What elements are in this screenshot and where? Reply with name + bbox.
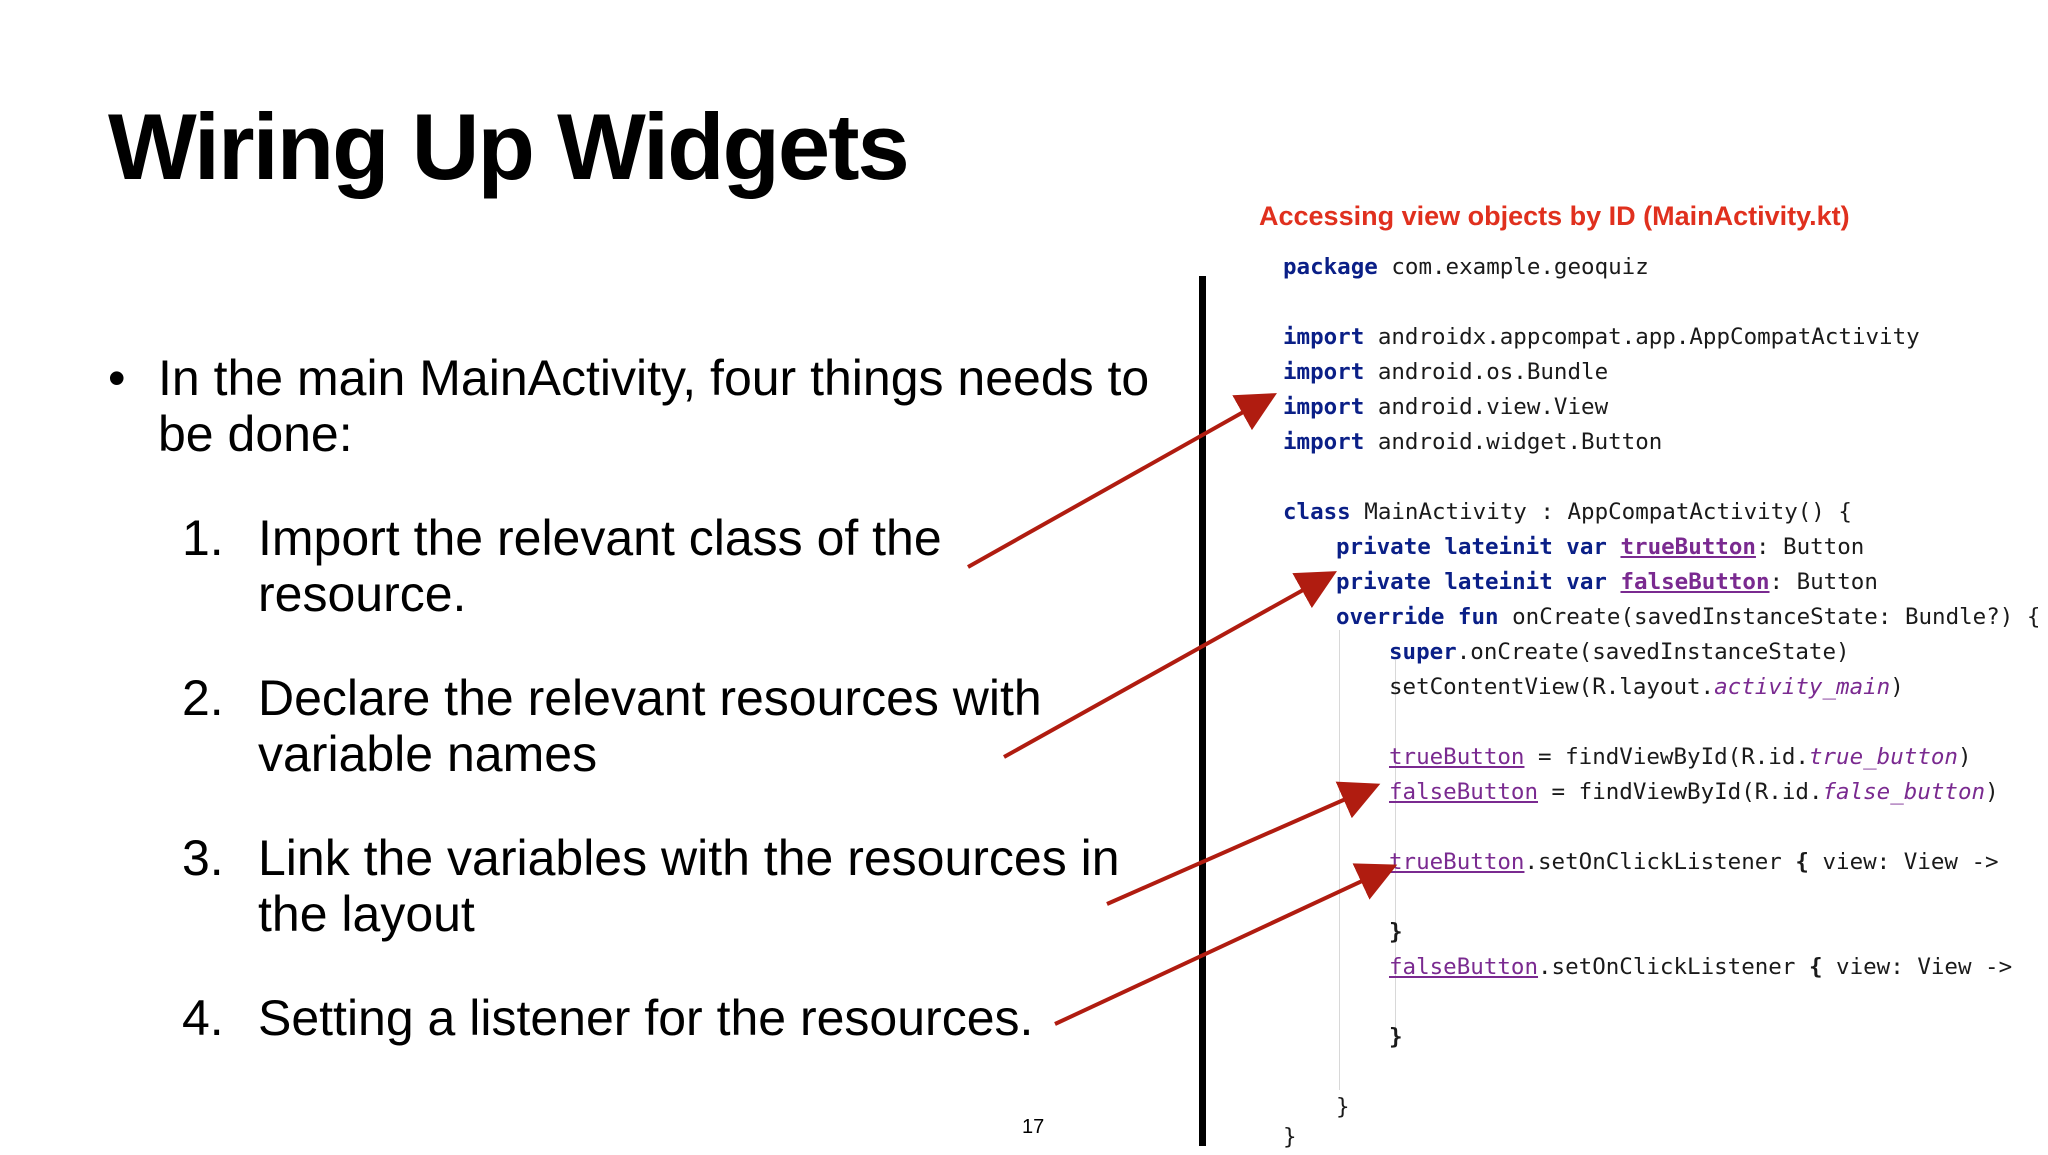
code-line: } — [1283, 1124, 1297, 1150]
code-line: super.onCreate(savedInstanceState) — [1389, 639, 1850, 665]
step-number: 2. — [182, 670, 224, 726]
arrow-listener — [1054, 863, 1398, 1026]
indent-guide — [1395, 660, 1396, 1040]
code-line: private lateinit var trueButton: Button — [1336, 534, 1865, 560]
code-line: override fun onCreate(savedInstanceState… — [1336, 604, 2041, 630]
arrow-declare — [1003, 571, 1337, 759]
vertical-divider — [1199, 276, 1206, 1146]
step-number: 3. — [182, 830, 224, 886]
code-line: setContentView(R.layout.activity_main) — [1389, 674, 1904, 700]
bullet-text: In the main MainActivity, four things ne… — [158, 350, 1150, 462]
code-line: import android.os.Bundle — [1283, 359, 1609, 385]
code-line: trueButton = findViewById(R.id.true_butt… — [1389, 744, 1972, 770]
code-line: package com.example.geoquiz — [1283, 254, 1649, 280]
code-line: import android.view.View — [1283, 394, 1609, 420]
code-line: import android.widget.Button — [1283, 429, 1663, 455]
arrow-import — [967, 393, 1277, 569]
code-caption: Accessing view objects by ID (MainActivi… — [1259, 201, 1850, 231]
code-line: } — [1389, 919, 1403, 945]
step-text: Declare the relevant resources with vari… — [258, 670, 1042, 782]
code-line: falseButton = findViewById(R.id.false_bu… — [1389, 779, 1999, 805]
step-number: 1. — [182, 510, 224, 566]
step-text: Import the relevant class of the resourc… — [258, 510, 942, 622]
slide-title: Wiring Up Widgets — [108, 94, 910, 199]
code-line: } — [1389, 1024, 1403, 1050]
arrow-link — [1106, 781, 1381, 906]
step-text: Setting a listener for the resources. — [258, 990, 1034, 1046]
code-line: private lateinit var falseButton: Button — [1336, 569, 1878, 595]
step-text: Link the variables with the resources in… — [258, 830, 1120, 942]
code-line: class MainActivity : AppCompatActivity()… — [1283, 499, 1852, 525]
code-line: falseButton.setOnClickListener { view: V… — [1389, 954, 2013, 980]
code-line: } — [1336, 1094, 1350, 1120]
indent-guide — [1339, 630, 1340, 1090]
step-number: 4. — [182, 990, 224, 1046]
page-number: 17 — [1022, 1116, 1045, 1138]
code-line: trueButton.setOnClickListener { view: Vi… — [1389, 849, 1999, 875]
code-line: import androidx.appcompat.app.AppCompatA… — [1283, 324, 1920, 350]
bullet-marker: • — [108, 350, 126, 406]
